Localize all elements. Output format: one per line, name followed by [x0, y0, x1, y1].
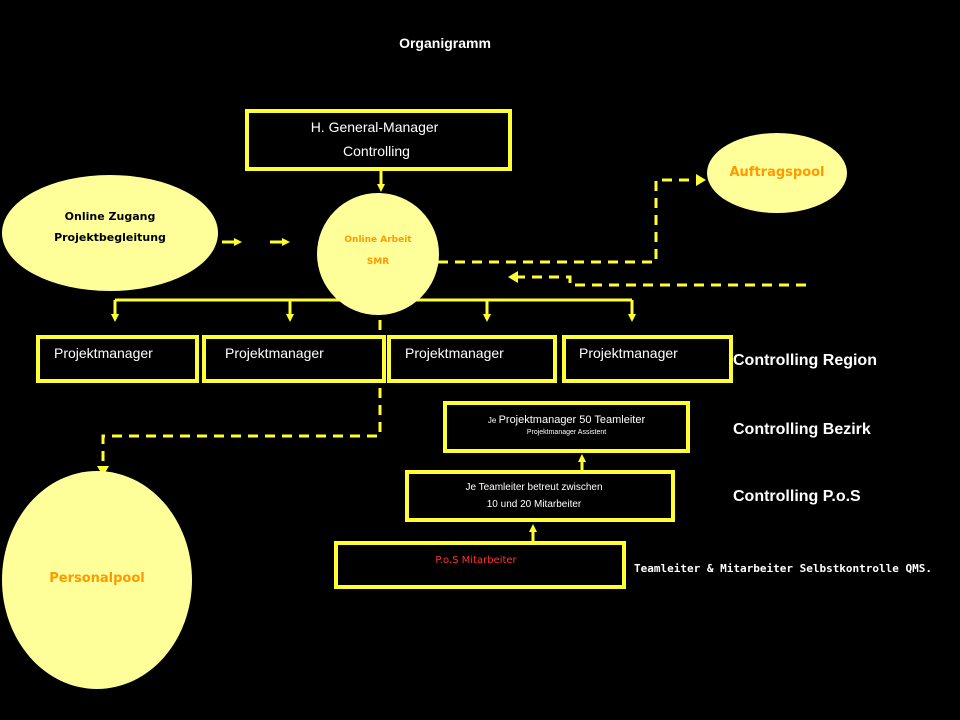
online-zugang-label: Online Zugang	[64, 210, 156, 223]
general-manager-label: H. General-Manager	[310, 119, 439, 135]
selbstkontrolle-text: Teamleiter & Mitarbeiter Selbstkontrolle…	[634, 562, 932, 575]
auftragspool-ellipse: Auftragspool	[707, 133, 847, 213]
general-manager-controlling: Controlling	[343, 143, 410, 159]
projektmanager-label-1: Projektmanager	[54, 345, 153, 361]
personalpool-label: Personalpool	[49, 571, 145, 586]
teamleiter-prefix: Je	[487, 416, 499, 425]
projektmanager-box-4: Projektmanager	[562, 335, 733, 383]
projektmanager-label-3: Projektmanager	[405, 345, 504, 361]
teamleiter-box: Je Projektmanager 50 Teamleiter Projektm…	[443, 401, 690, 453]
projektmanager-box-3: Projektmanager	[387, 335, 557, 383]
selbstkontrolle-part2: Selbstkontrolle QMS.	[792, 562, 933, 575]
online-arbeit-label: Online Arbeit	[344, 235, 412, 245]
auftragspool-label: Auftragspool	[729, 165, 825, 180]
dashed-to-auftragspool	[438, 178, 700, 264]
teamleiter-main: Projektmanager 50 Teamleiter	[498, 414, 646, 426]
projektmanager-label-2: Projektmanager	[225, 345, 324, 361]
pos-box: P.o.S Mitarbeiter	[334, 541, 626, 589]
online-arbeit-circle: Online Arbeit SMR	[317, 193, 439, 315]
selbstkontrolle-part1: Teamleiter & Mitarbeiter	[634, 562, 793, 575]
page-title: Organigramm	[399, 35, 491, 51]
projektmanager-box-2: Projektmanager	[202, 335, 386, 383]
smr-label: SMR	[366, 257, 390, 267]
pos-label: P.o.S Mitarbeiter	[435, 555, 517, 566]
controlling-pos-label: Controlling P.o.S	[733, 488, 861, 505]
online-zugang-ellipse: Online Zugang Projektbegleitung	[2, 175, 218, 291]
betreut-line1: Je Teamleiter betreut zwischen	[465, 482, 603, 493]
general-manager-box: H. General-Manager Controlling	[245, 109, 512, 171]
projektmanager-label-4: Projektmanager	[579, 345, 678, 361]
teamleiter-sub: Projektmanager Assistent	[526, 429, 607, 436]
teamleiter-line: Je Projektmanager 50 Teamleiter	[447, 414, 686, 426]
projektmanager-box-1: Projektmanager	[36, 335, 199, 383]
betreut-line2: 10 und 20 Mitarbeiter	[486, 499, 582, 510]
dashed-return	[516, 275, 806, 287]
personalpool-ellipse: Personalpool	[2, 471, 192, 689]
betreut-box: Je Teamleiter betreut zwischen 10 und 20…	[405, 470, 675, 522]
projektbegleitung-label: Projektbegleitung	[54, 231, 166, 244]
controlling-bezirk-label: Controlling Bezirk	[733, 421, 871, 438]
controlling-region-label: Controlling Region	[733, 352, 877, 369]
